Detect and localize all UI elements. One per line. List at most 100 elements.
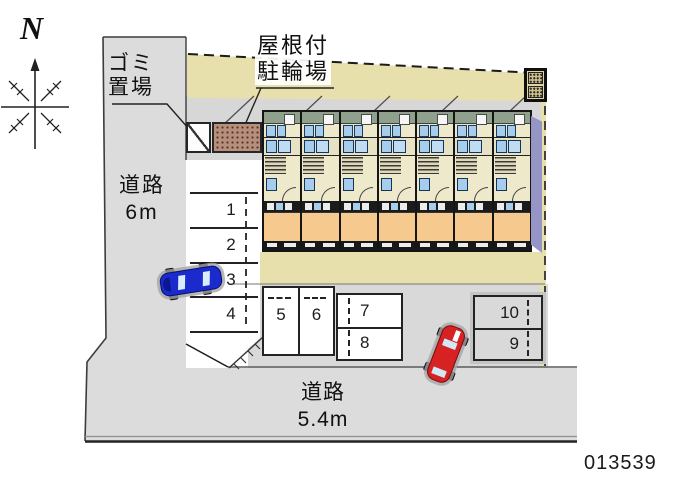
- slot-dashed-line: [304, 297, 326, 299]
- apartment-unit: [338, 112, 377, 250]
- unit-hallway: [302, 176, 338, 201]
- covered-bicycle-parking-label: 屋根付 駐輪場: [255, 33, 332, 85]
- unit-door-arc: [511, 187, 526, 201]
- plan-id-number: 013539: [584, 452, 657, 474]
- parking-slots-9-10: 10 9: [473, 295, 543, 361]
- unit-bathroom: [340, 138, 377, 156]
- unit-balcony-windows: [417, 241, 454, 250]
- unit-entry-door: [513, 114, 525, 125]
- apartment-unit: [300, 112, 339, 250]
- red-car: [421, 319, 472, 390]
- north-label: N: [20, 10, 44, 46]
- unit-entry-door: [360, 114, 372, 125]
- unit-bathroom: [302, 138, 339, 156]
- unit-kitchen-counter: [302, 201, 339, 212]
- garbage-label-line1: ゴミ: [108, 52, 154, 75]
- parking-slot-8: 8: [338, 327, 401, 359]
- unit-main-room: [455, 212, 492, 241]
- parking-slot-5: 5: [262, 286, 300, 356]
- unit-door-arc: [320, 187, 335, 201]
- unit-balcony-windows: [455, 241, 492, 250]
- unit-bathroom: [455, 138, 492, 156]
- parking-space-4: 4: [226, 304, 236, 323]
- covered-bicycle-parking-shed: [212, 122, 262, 153]
- road-left-label: 道路 6m: [119, 174, 165, 224]
- unit-door-arc: [358, 187, 373, 201]
- building-side-shadow: [531, 116, 542, 253]
- unit-hallway: [341, 176, 377, 201]
- parking-space-3: 3: [226, 270, 236, 289]
- unit-toilet-area: [264, 124, 301, 138]
- unit-balcony-windows: [302, 241, 339, 250]
- parking-space-2: 2: [226, 235, 236, 254]
- bike-label-line1: 屋根付: [257, 33, 330, 58]
- unit-entrance-eave: [493, 112, 530, 125]
- parking-slot-10: 10: [475, 297, 541, 330]
- parking-slots-7-8: 7 8: [336, 293, 403, 361]
- unit-bathroom: [264, 138, 301, 156]
- unit-stairs: [417, 156, 453, 176]
- unit-entrance-eave: [264, 112, 301, 125]
- ramp-hatch: [228, 336, 264, 370]
- unit-balcony-windows: [264, 241, 301, 250]
- unit-kitchen-counter: [455, 201, 492, 212]
- unit-kitchen-counter: [264, 201, 301, 212]
- unit-toilet-area: [302, 124, 339, 138]
- unit-door-arc: [435, 187, 450, 201]
- unit-entry-door: [475, 114, 487, 125]
- unit-entry-door: [437, 114, 449, 125]
- garbage-area-label: ゴミ 置場: [108, 52, 154, 100]
- unit-bathroom: [493, 138, 530, 156]
- unit-kitchen-counter: [378, 201, 416, 212]
- unit-toilet-area: [455, 124, 492, 138]
- apartment-unit: [376, 112, 416, 250]
- unit-main-room: [417, 212, 454, 241]
- parking-slot-9: 9: [475, 328, 541, 359]
- unit-toilet-area: [417, 124, 454, 138]
- bike-label-line2: 駐輪場: [257, 59, 330, 84]
- unit-main-room: [378, 212, 416, 241]
- unit-stairs: [302, 156, 338, 176]
- road-bottom-label: 道路 5.4m: [297, 381, 349, 431]
- unit-stairs: [264, 156, 300, 176]
- unit-balcony-windows: [493, 241, 530, 250]
- unit-main-room: [493, 212, 530, 241]
- blue-car: [155, 261, 227, 301]
- unit-hallway: [264, 176, 300, 201]
- unit-main-room: [340, 212, 377, 241]
- unit-entry-door: [399, 114, 411, 125]
- unit-entrance-eave: [417, 112, 454, 125]
- parking-slot-7: 7: [338, 295, 401, 329]
- unit-stairs: [494, 156, 530, 176]
- unit-entrance-eave: [340, 112, 377, 125]
- unit-toilet-area: [493, 124, 530, 138]
- apartment-unit: [491, 112, 530, 250]
- parking-space-1: 1: [226, 200, 236, 219]
- red-car-rear-window: [431, 366, 447, 378]
- garbage-storage-box: [186, 122, 211, 153]
- apartment-unit: [453, 112, 492, 250]
- compass-star: [1, 58, 69, 149]
- unit-stairs: [379, 156, 415, 176]
- parking-slot-6: 6: [298, 286, 335, 356]
- unit-hallway: [455, 176, 491, 201]
- blue-car-windshield: [178, 274, 186, 291]
- unit-bathroom: [417, 138, 454, 156]
- unit-door-arc: [282, 187, 297, 201]
- unit-entrance-eave: [378, 112, 416, 125]
- unit-balcony-windows: [340, 241, 377, 250]
- red-car-body: [424, 322, 468, 386]
- garbage-label-line2: 置場: [108, 76, 154, 99]
- apartment-building: [262, 110, 532, 252]
- unit-entry-door: [322, 114, 334, 125]
- unit-stairs: [341, 156, 377, 176]
- unit-kitchen-counter: [417, 201, 454, 212]
- unit-hallway: [379, 176, 415, 201]
- unit-balcony-windows: [378, 241, 416, 250]
- unit-bathroom: [378, 138, 416, 156]
- unit-toilet-area: [378, 124, 416, 138]
- unit-entry-door: [284, 114, 296, 125]
- unit-toilet-area: [340, 124, 377, 138]
- unit-entrance-eave: [455, 112, 492, 125]
- unit-kitchen-counter: [493, 201, 530, 212]
